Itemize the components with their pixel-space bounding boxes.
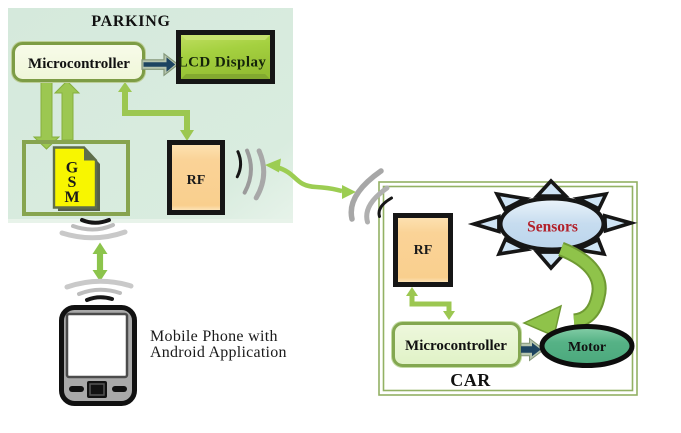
svg-text:LCD Display: LCD Display xyxy=(178,55,267,71)
svg-text:PARKING: PARKING xyxy=(91,13,170,30)
svg-text:RF: RF xyxy=(187,173,206,188)
svg-text:CAR: CAR xyxy=(450,370,491,390)
svg-text:M: M xyxy=(64,189,79,206)
svg-text:G: G xyxy=(66,160,79,177)
svg-text:Android Application: Android Application xyxy=(150,344,287,361)
svg-text:RF: RF xyxy=(414,243,433,258)
svg-text:Microcontroller: Microcontroller xyxy=(405,338,507,354)
svg-text:Sensors: Sensors xyxy=(527,219,578,236)
svg-text:Motor: Motor xyxy=(568,340,606,355)
svg-text:Microcontroller: Microcontroller xyxy=(28,56,130,72)
svg-text:S: S xyxy=(68,174,77,191)
svg-text:Mobile Phone with: Mobile Phone with xyxy=(150,328,278,345)
